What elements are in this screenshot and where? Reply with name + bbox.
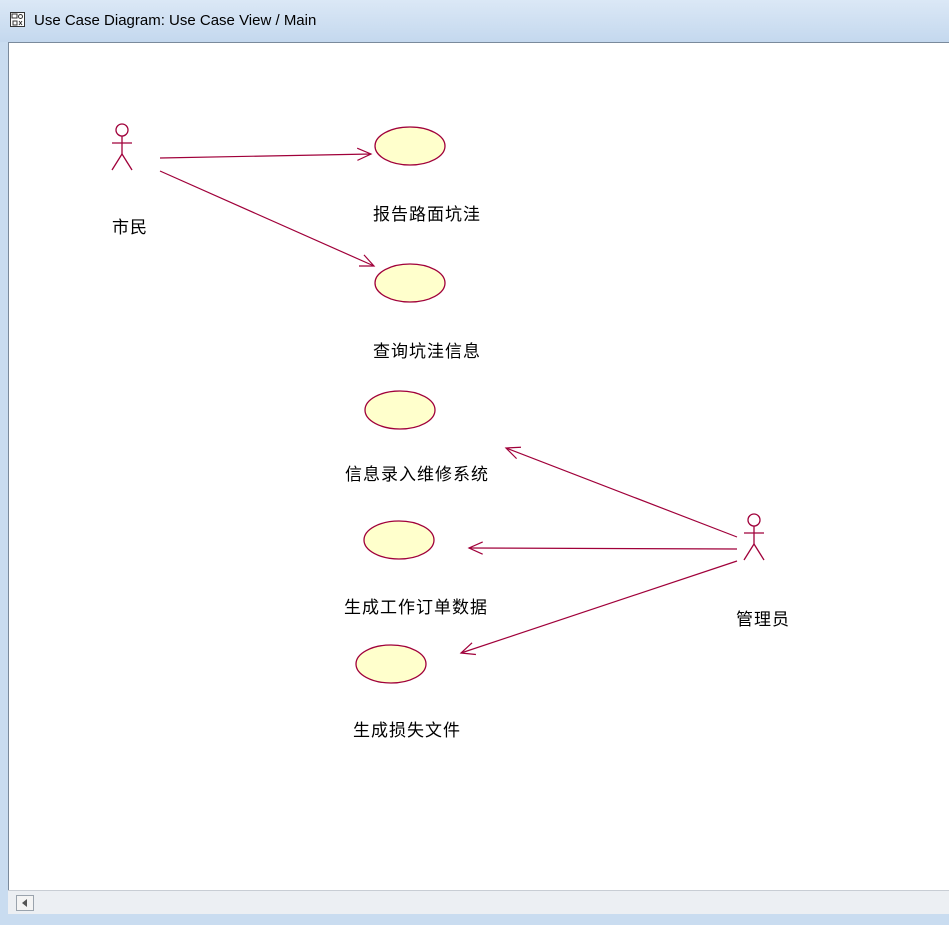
association-admin-to-uc5 — [459, 560, 738, 656]
association-admin-to-uc3 — [504, 446, 738, 538]
use-case-uc3-ellipse — [364, 390, 436, 430]
actor-label-citizen: 市民 — [112, 218, 148, 238]
arrowhead-icon — [459, 642, 476, 656]
use-case-diagram — [111, 123, 765, 684]
actor-citizen-icon — [111, 123, 133, 171]
association-citizen-to-uc1 — [159, 147, 373, 161]
use-case-uc4-ellipse — [363, 520, 435, 560]
association-citizen-to-uc2 — [159, 170, 376, 267]
actor-admin-icon — [743, 513, 765, 561]
arrowhead-icon — [467, 541, 483, 555]
use-case-label-uc5: 生成损失文件 — [353, 721, 461, 741]
use-case-uc5-ellipse — [355, 644, 427, 684]
arrowhead-icon — [358, 254, 376, 267]
use-case-label-uc2: 查询坑洼信息 — [373, 342, 481, 362]
use-case-label-uc3: 信息录入维修系统 — [345, 465, 489, 485]
use-case-diagram-icon — [10, 12, 25, 27]
window-titlebar: Use Case Diagram: Use Case View / Main — [0, 0, 949, 42]
use-case-label-uc4: 生成工作订单数据 — [344, 598, 488, 618]
use-case-uc2-ellipse — [374, 263, 446, 303]
arrowhead-icon — [356, 147, 373, 161]
window-bottom-border — [0, 914, 949, 925]
horizontal-scrollbar[interactable] — [8, 890, 949, 915]
use-case-uc1-ellipse — [374, 126, 446, 166]
use-case-label-uc1: 报告路面坑洼 — [373, 205, 481, 225]
association-admin-to-uc4 — [467, 541, 738, 555]
actor-label-admin: 管理员 — [736, 610, 790, 630]
diagram-canvas[interactable]: 市民 管理员 报告路面坑洼 查询坑洼信息 信息录入维修系统 生成工作订单数据 生… — [8, 42, 949, 891]
scroll-left-arrow-icon[interactable] — [16, 895, 34, 911]
window-title: Use Case Diagram: Use Case View / Main — [34, 12, 317, 29]
arrowhead-icon — [504, 446, 522, 460]
